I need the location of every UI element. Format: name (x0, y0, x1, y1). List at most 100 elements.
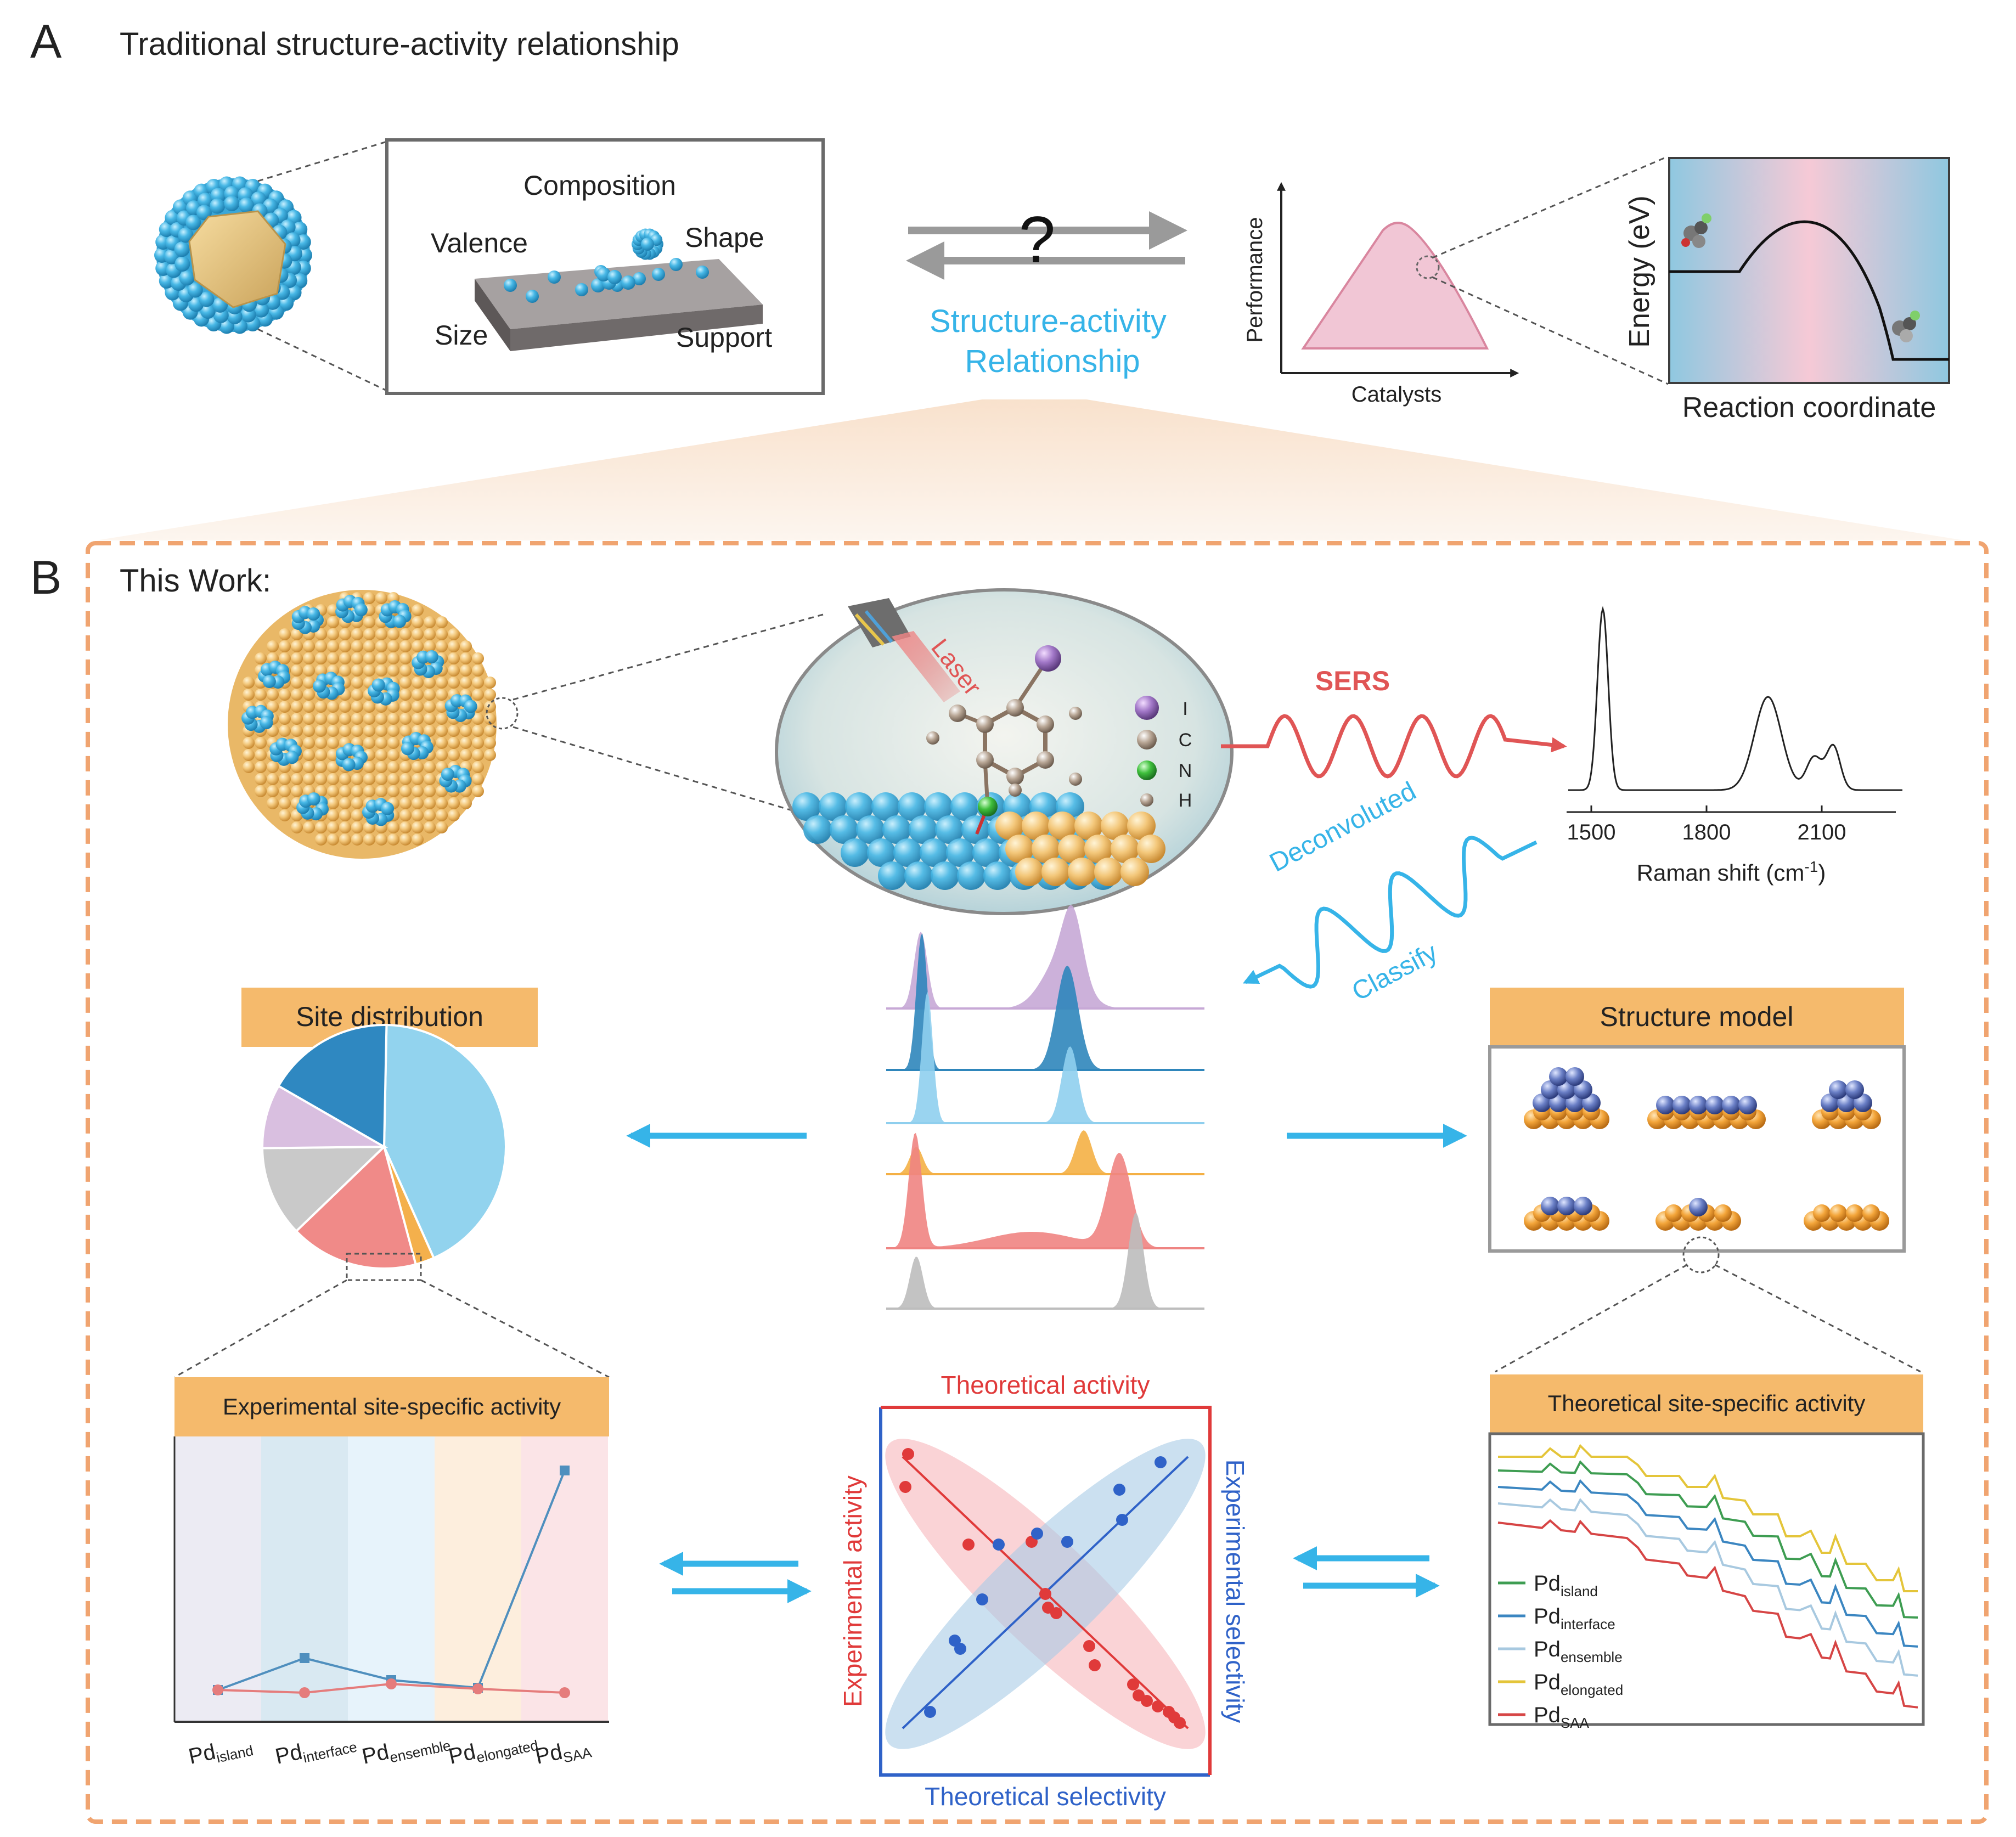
this-work-frame (86, 541, 1989, 1824)
correlation-point (1083, 1640, 1095, 1652)
experimental-activity-title: Experimental site-specific activity (223, 1394, 561, 1419)
activity-point (212, 1684, 223, 1695)
correlation-top-label: Theoretical activity (941, 1371, 1150, 1399)
energy-profile-line (1497, 1519, 1918, 1709)
exchange-arrows-right (1293, 1546, 1440, 1598)
panel-a-letter: A (30, 15, 62, 68)
correlation-point (954, 1643, 966, 1655)
pie-slice (261, 1145, 387, 1233)
factor-support: Support (676, 322, 772, 353)
reactant-molecule-icon (1681, 213, 1711, 248)
site-distribution-pie (261, 1023, 507, 1270)
classify-label: Classify (1347, 938, 1442, 1007)
energy-profile-line (1498, 1444, 1918, 1592)
legend-label: Pdensemble (1534, 1637, 1623, 1665)
legend-atom-h: H (1179, 790, 1192, 811)
factor-composition: Composition (523, 170, 676, 201)
correlation-point (1113, 1484, 1125, 1496)
alloy-nanoparticle (228, 590, 519, 859)
correlation-point (899, 1481, 911, 1493)
spectrum-band (886, 991, 1204, 1123)
site-label: Pdelongated (447, 1727, 540, 1772)
activity-point (386, 1678, 397, 1689)
performance-x-label: Catalysts (1351, 382, 1442, 407)
pie-slice (277, 1024, 388, 1149)
pie-slice (261, 1084, 388, 1149)
correlation-right-label: Experimental selectivity (1221, 1460, 1249, 1723)
supported-particles (504, 228, 709, 303)
spectrum-band (886, 1213, 1204, 1309)
legend-atom-c: C (1179, 730, 1192, 751)
activity-point (472, 1683, 483, 1694)
pie-zoom-box (346, 1253, 422, 1281)
relationship-arrows (906, 211, 1187, 280)
panel-a-title: Traditional structure-activity relations… (120, 26, 679, 62)
theoretical-activity-box (1488, 1432, 1925, 1726)
theoretical-activity-title: Theoretical site-specific activity (1548, 1390, 1866, 1416)
factor-valence: Valence (431, 228, 528, 258)
raman-x-label: Raman shift (cm-1) (1637, 858, 1826, 886)
theoretical-energy-profiles (1497, 1444, 1918, 1709)
pie-slice (382, 1023, 507, 1260)
activity-point (299, 1687, 310, 1698)
structure-model-clusters (1524, 1067, 1889, 1231)
correlation-point (1031, 1528, 1043, 1540)
relationship-line-2: Relationship (965, 343, 1140, 379)
product-molecule-icon (1892, 311, 1920, 342)
raman-tick-2100: 2100 (1798, 820, 1846, 844)
factors-box (385, 138, 825, 395)
factor-shape: Shape (685, 222, 764, 253)
correlation-point (1155, 1456, 1167, 1468)
deconvoluted-spectra-stack (886, 905, 1204, 1310)
legend-atom-n: N (1179, 760, 1192, 781)
correlation-point (1050, 1607, 1062, 1619)
site-label: Pdisland (187, 1732, 255, 1771)
correlation-plot: Theoretical activity Theoretical selecti… (838, 1371, 1249, 1811)
exchange-arrows-left (659, 1552, 812, 1603)
sers-label: SERS (1315, 666, 1390, 696)
correlation-point (1089, 1659, 1101, 1671)
support-slab (475, 259, 763, 351)
site-label: PdSAA (533, 1734, 594, 1772)
raman-tick-1800: 1800 (1682, 820, 1731, 844)
legend-label: Pdelongated (1534, 1670, 1623, 1698)
panel-b: B This Work: Laser (30, 541, 1989, 1824)
panel-b-letter: B (30, 551, 61, 604)
correlation-point (1061, 1536, 1073, 1548)
correlation-point (1174, 1717, 1186, 1729)
performance-plot: Performance Catalysts (1243, 182, 1519, 407)
activity-point (559, 1687, 570, 1698)
correlation-point (1152, 1700, 1164, 1712)
raman-spectrum: 1500 1800 2100 Raman shift (cm-1) (1567, 606, 1902, 886)
site-label: Pdinterface (273, 1728, 359, 1772)
legend-label: PdSAA (1534, 1703, 1590, 1731)
deconvoluted-label: Deconvoluted (1265, 776, 1421, 878)
zoom-funnel (96, 399, 1964, 540)
raman-tick-1500: 1500 (1567, 820, 1616, 844)
atom-legend: I C N H (1135, 696, 1192, 811)
energy-y-label: Energy (eV) (1624, 195, 1655, 347)
correlation-point (993, 1539, 1005, 1551)
question-mark: ? (1019, 203, 1056, 277)
energy-profile-line (1497, 1498, 1918, 1677)
correlation-point (1127, 1678, 1139, 1691)
deconvolution-wave-arrow (1242, 836, 1538, 989)
spectrum-band (886, 1132, 1204, 1248)
spectrum-band (886, 1130, 1204, 1174)
correlation-point (1039, 1588, 1051, 1600)
energy-profile-line (1497, 1460, 1918, 1619)
probe-molecule (926, 645, 1082, 835)
energy-profile-line (1497, 1479, 1918, 1648)
theoretical-activity-legend: PdislandPdinterfacePdensemblePdelongated… (1498, 1571, 1623, 1731)
fiber-probe-icon (848, 598, 960, 702)
sers-wave-arrow (1221, 714, 1567, 779)
panel-a: A Traditional structure-activity relatio… (30, 15, 1950, 424)
factor-size: Size (435, 320, 488, 351)
theoretical-activity-banner (1490, 1374, 1923, 1434)
activity-point (560, 1466, 570, 1475)
sers-probe-ellipse: Laser I C N H (775, 588, 1234, 915)
experimental-activity-plot (173, 1436, 609, 1723)
site-label: Pdensemble (360, 1727, 452, 1772)
correlation-point (962, 1539, 975, 1551)
